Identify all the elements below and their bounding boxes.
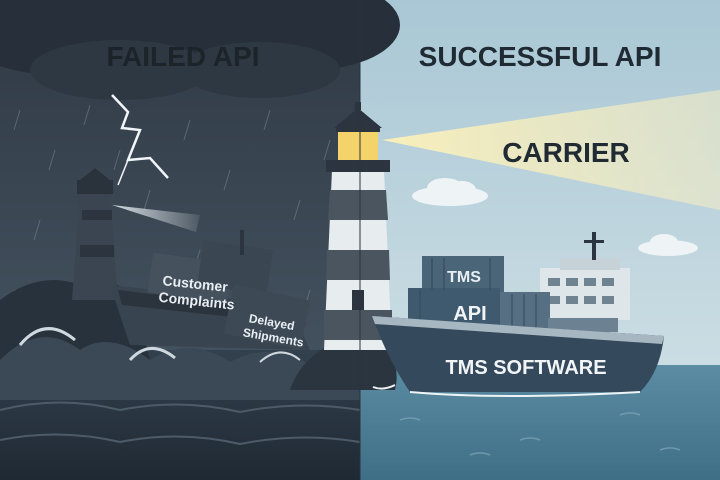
small-lighthouse: [72, 168, 118, 300]
light-beam: [382, 90, 720, 210]
successful-api-title: SUCCESSFUL API: [419, 41, 662, 72]
tms-container-label: TMS: [447, 269, 481, 286]
tms-software-label: TMS SOFTWARE: [445, 357, 606, 379]
lightning-bolt: [111, 94, 169, 179]
small-lighthouse-beam: [112, 205, 200, 232]
calm-ripples: [399, 412, 681, 456]
complaints-label-line1: Customer: [162, 272, 229, 295]
main-lighthouse: [324, 102, 392, 350]
cargo-ship: [372, 232, 664, 397]
storm-waves: [0, 327, 361, 446]
failed-api-title: FAILED API: [107, 41, 260, 72]
api-container-label: API: [453, 303, 486, 325]
storm-clouds: [0, 0, 400, 100]
complaints-label-line2: Complaints: [158, 289, 236, 313]
center-rocks: [290, 341, 397, 390]
sinking-ship: [110, 230, 311, 350]
carrier-label: CARRIER: [502, 137, 630, 168]
calm-clouds: [412, 178, 698, 256]
